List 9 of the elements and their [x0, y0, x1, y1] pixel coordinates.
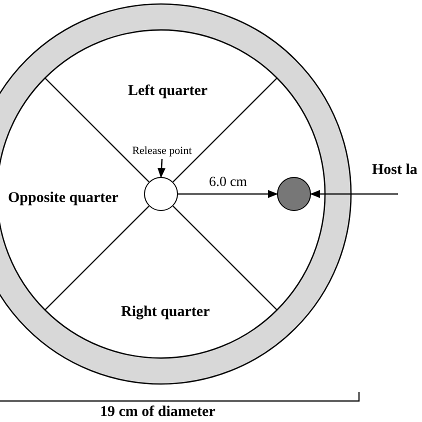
dimension-label: 19 cm of diameter: [100, 403, 216, 421]
arrow: [178, 190, 278, 198]
region-label: Right quarter: [121, 303, 210, 321]
callout-label: Host la: [372, 160, 422, 194]
region-label: Opposite quarter: [8, 189, 118, 207]
callout-label: Release point: [126, 144, 198, 159]
arrow: [158, 158, 166, 178]
region-label: Left quarter: [128, 82, 208, 100]
arrow: [310, 190, 398, 198]
